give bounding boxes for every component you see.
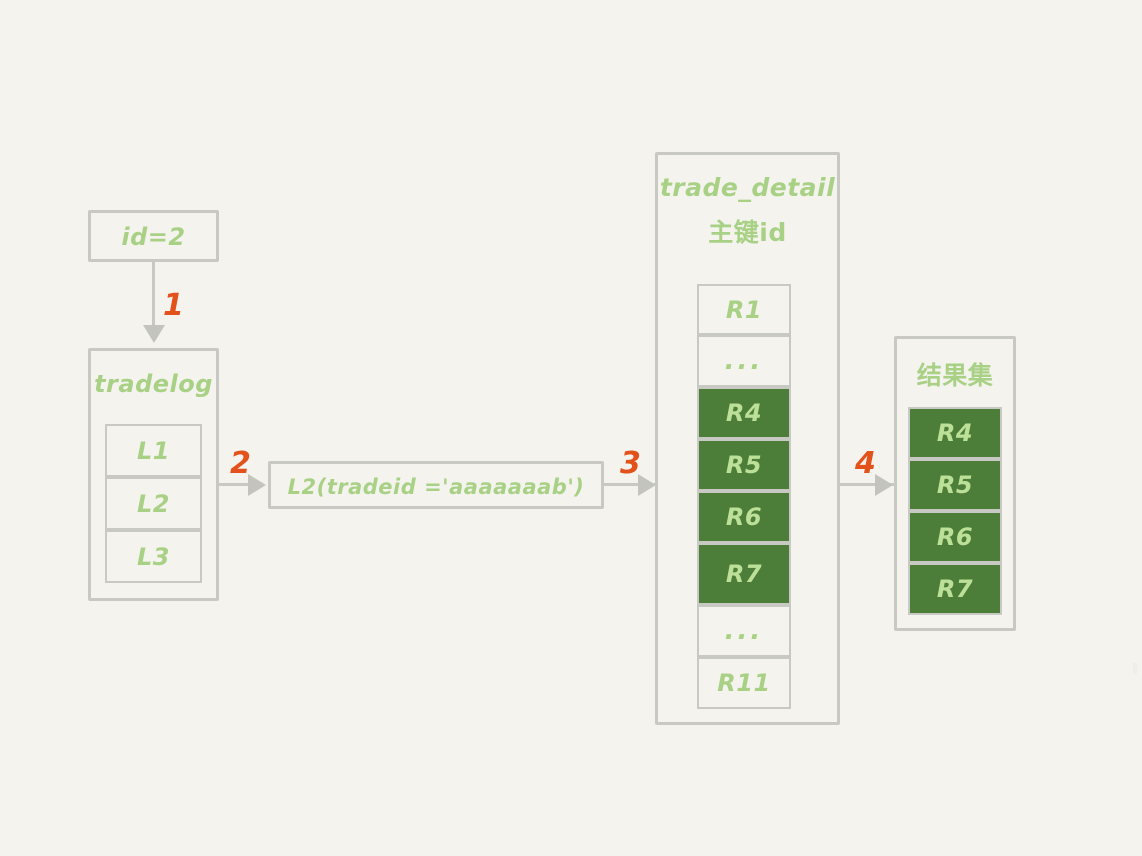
step-4-label: 4 bbox=[855, 446, 876, 481]
lookup-box: L2(tradeid ='aaaaaaab') bbox=[268, 461, 604, 509]
paper-speck bbox=[1133, 663, 1137, 674]
step-2-label: 2 bbox=[230, 446, 251, 481]
result-set-row-r7: R7 bbox=[908, 563, 1002, 615]
arrow-2-head bbox=[248, 474, 266, 496]
trade-detail-row-label: R5 bbox=[725, 451, 763, 479]
arrow-1-line bbox=[152, 262, 155, 328]
trade-detail-row-label: R6 bbox=[725, 503, 763, 531]
trade-detail-row-label: ... bbox=[724, 616, 764, 646]
tradelog-row-label: L1 bbox=[137, 436, 170, 465]
trade-detail-row-label: R1 bbox=[725, 295, 763, 324]
trade-detail-row-label: ... bbox=[724, 346, 764, 376]
trade-detail-row-r6: R6 bbox=[697, 491, 791, 543]
arrow-4-head bbox=[875, 474, 893, 496]
id-box: id=2 bbox=[88, 210, 219, 262]
result-set-row-r4: R4 bbox=[908, 407, 1002, 459]
tradelog-row-label: L3 bbox=[137, 542, 170, 571]
trade-detail-row-label: R11 bbox=[717, 669, 771, 697]
trade-detail-row-r5: R5 bbox=[697, 439, 791, 491]
result-set-row-label: R7 bbox=[936, 575, 974, 603]
id-box-label: id=2 bbox=[121, 223, 186, 251]
step-1-label: 1 bbox=[163, 288, 184, 323]
trade-detail-title-line1: trade_detail bbox=[659, 173, 836, 202]
trade-detail-row-r7: R7 bbox=[697, 543, 791, 605]
trade-detail-row-r11: R11 bbox=[697, 657, 791, 709]
tradelog-row-l1: L1 bbox=[105, 424, 202, 477]
trade-detail-row-label: R4 bbox=[725, 399, 763, 427]
arrow-2-line bbox=[219, 483, 263, 486]
result-set-title: 结果集 bbox=[916, 361, 994, 390]
result-set-row-r6: R6 bbox=[908, 511, 1002, 563]
step-3-label: 3 bbox=[620, 446, 641, 481]
result-set-row-r5: R5 bbox=[908, 459, 1002, 511]
tradelog-row-l2: L2 bbox=[105, 477, 202, 530]
tradelog-row-l3: L3 bbox=[105, 530, 202, 583]
trade-detail-title-line2: 主键id bbox=[708, 218, 787, 247]
result-set-row-label: R6 bbox=[936, 523, 974, 551]
trade-detail-row-ellipsis-top: ... bbox=[697, 335, 791, 387]
result-set-row-label: R4 bbox=[936, 419, 974, 447]
result-set-row-label: R5 bbox=[936, 471, 974, 499]
lookup-label: L2(tradeid ='aaaaaaab') bbox=[287, 475, 585, 499]
trade-detail-row-label: R7 bbox=[725, 560, 763, 588]
trade-detail-row-r4: R4 bbox=[697, 387, 791, 439]
tradelog-title: tradelog bbox=[94, 370, 213, 398]
trade-detail-row-r1: R1 bbox=[697, 284, 791, 335]
arrow-3-head bbox=[638, 474, 656, 496]
tradelog-row-label: L2 bbox=[137, 489, 170, 518]
arrow-3-line bbox=[604, 483, 656, 486]
trade-detail-row-ellipsis-bottom: ... bbox=[697, 605, 791, 657]
arrow-4-line bbox=[840, 483, 894, 486]
arrow-1-head bbox=[143, 325, 165, 343]
